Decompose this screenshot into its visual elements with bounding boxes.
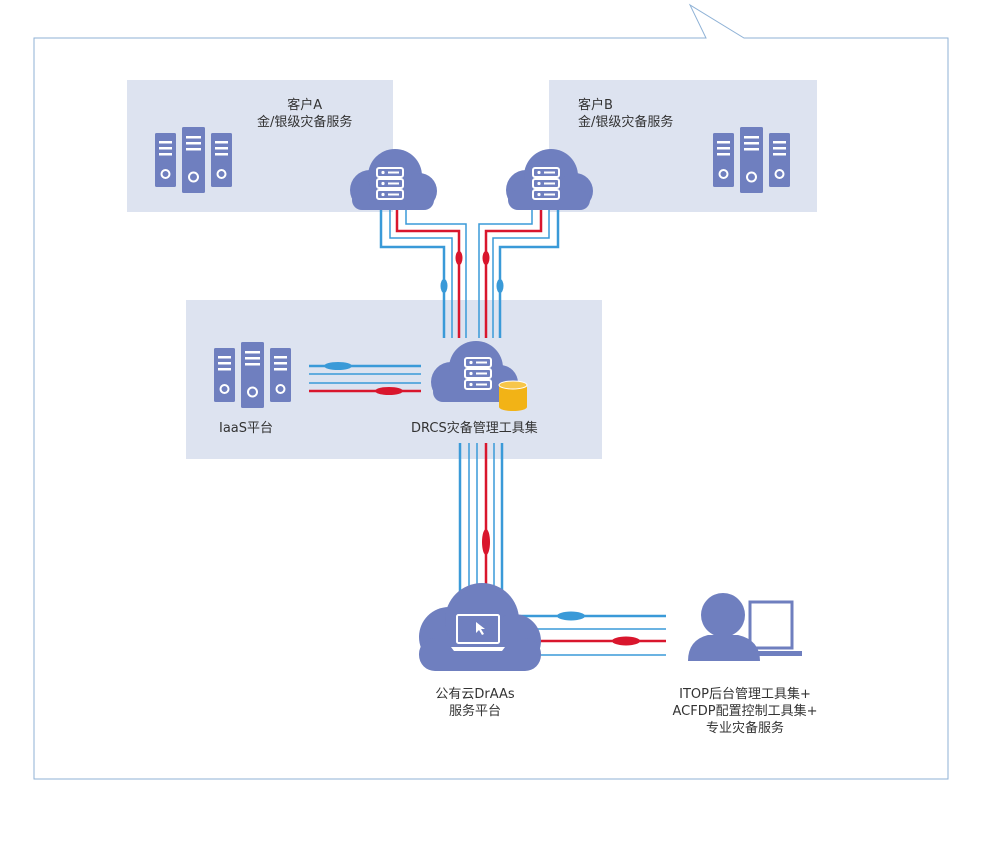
connector-bead — [482, 529, 490, 555]
connector-bead — [440, 279, 448, 293]
iaas-label-text: IaaS平台 — [219, 421, 274, 436]
customer-a-name: 客户A — [287, 98, 323, 113]
customer-b-service: 金/银级灾备服务 — [578, 115, 674, 130]
public-cloud-name: 公有云DrAAs — [435, 687, 515, 702]
iaas-label: IaaS平台 — [219, 420, 273, 437]
drcs-label: DRCS灾备管理工具集 — [411, 420, 538, 437]
operator-label: ITOP后台管理工具集+ ACFDP配置控制工具集+ 专业灾备服务 — [655, 686, 835, 737]
connector-bead — [496, 279, 504, 293]
server-rack-icon — [712, 126, 791, 194]
operator-line-1: ITOP后台管理工具集+ — [679, 687, 811, 702]
laptop-icon — [451, 614, 505, 651]
connector-bead — [557, 611, 585, 621]
public-cloud-subtitle: 服务平台 — [448, 704, 501, 719]
server-rack-icon — [154, 126, 233, 194]
public-cloud-label: 公有云DrAAs 服务平台 — [420, 686, 530, 720]
link-public-cloud-operator — [520, 614, 666, 656]
link-drcs-public-cloud — [458, 443, 504, 598]
operator-line-2: ACFDP配置控制工具集+ — [672, 704, 818, 719]
connector-bead — [455, 251, 463, 265]
drcs-label-text: DRCS灾备管理工具集 — [411, 421, 538, 436]
database-icon — [498, 380, 528, 411]
connector-bead — [375, 387, 403, 395]
connector-bead — [482, 251, 490, 265]
customer-a-label: 客户A 金/银级灾备服务 — [257, 97, 352, 131]
customer-b-label: 客户B 金/银级灾备服务 — [578, 97, 673, 131]
server-rack-icon — [213, 341, 292, 409]
customer-a-service: 金/银级灾备服务 — [257, 115, 353, 130]
user-icon — [688, 593, 760, 661]
customer-b-name: 客户B — [578, 98, 613, 113]
operator-line-3: 专业灾备服务 — [705, 721, 784, 736]
public-cloud-icon — [419, 583, 541, 671]
connector-bead — [324, 362, 352, 370]
connector-bead — [612, 636, 640, 646]
monitor-icon — [744, 600, 802, 656]
